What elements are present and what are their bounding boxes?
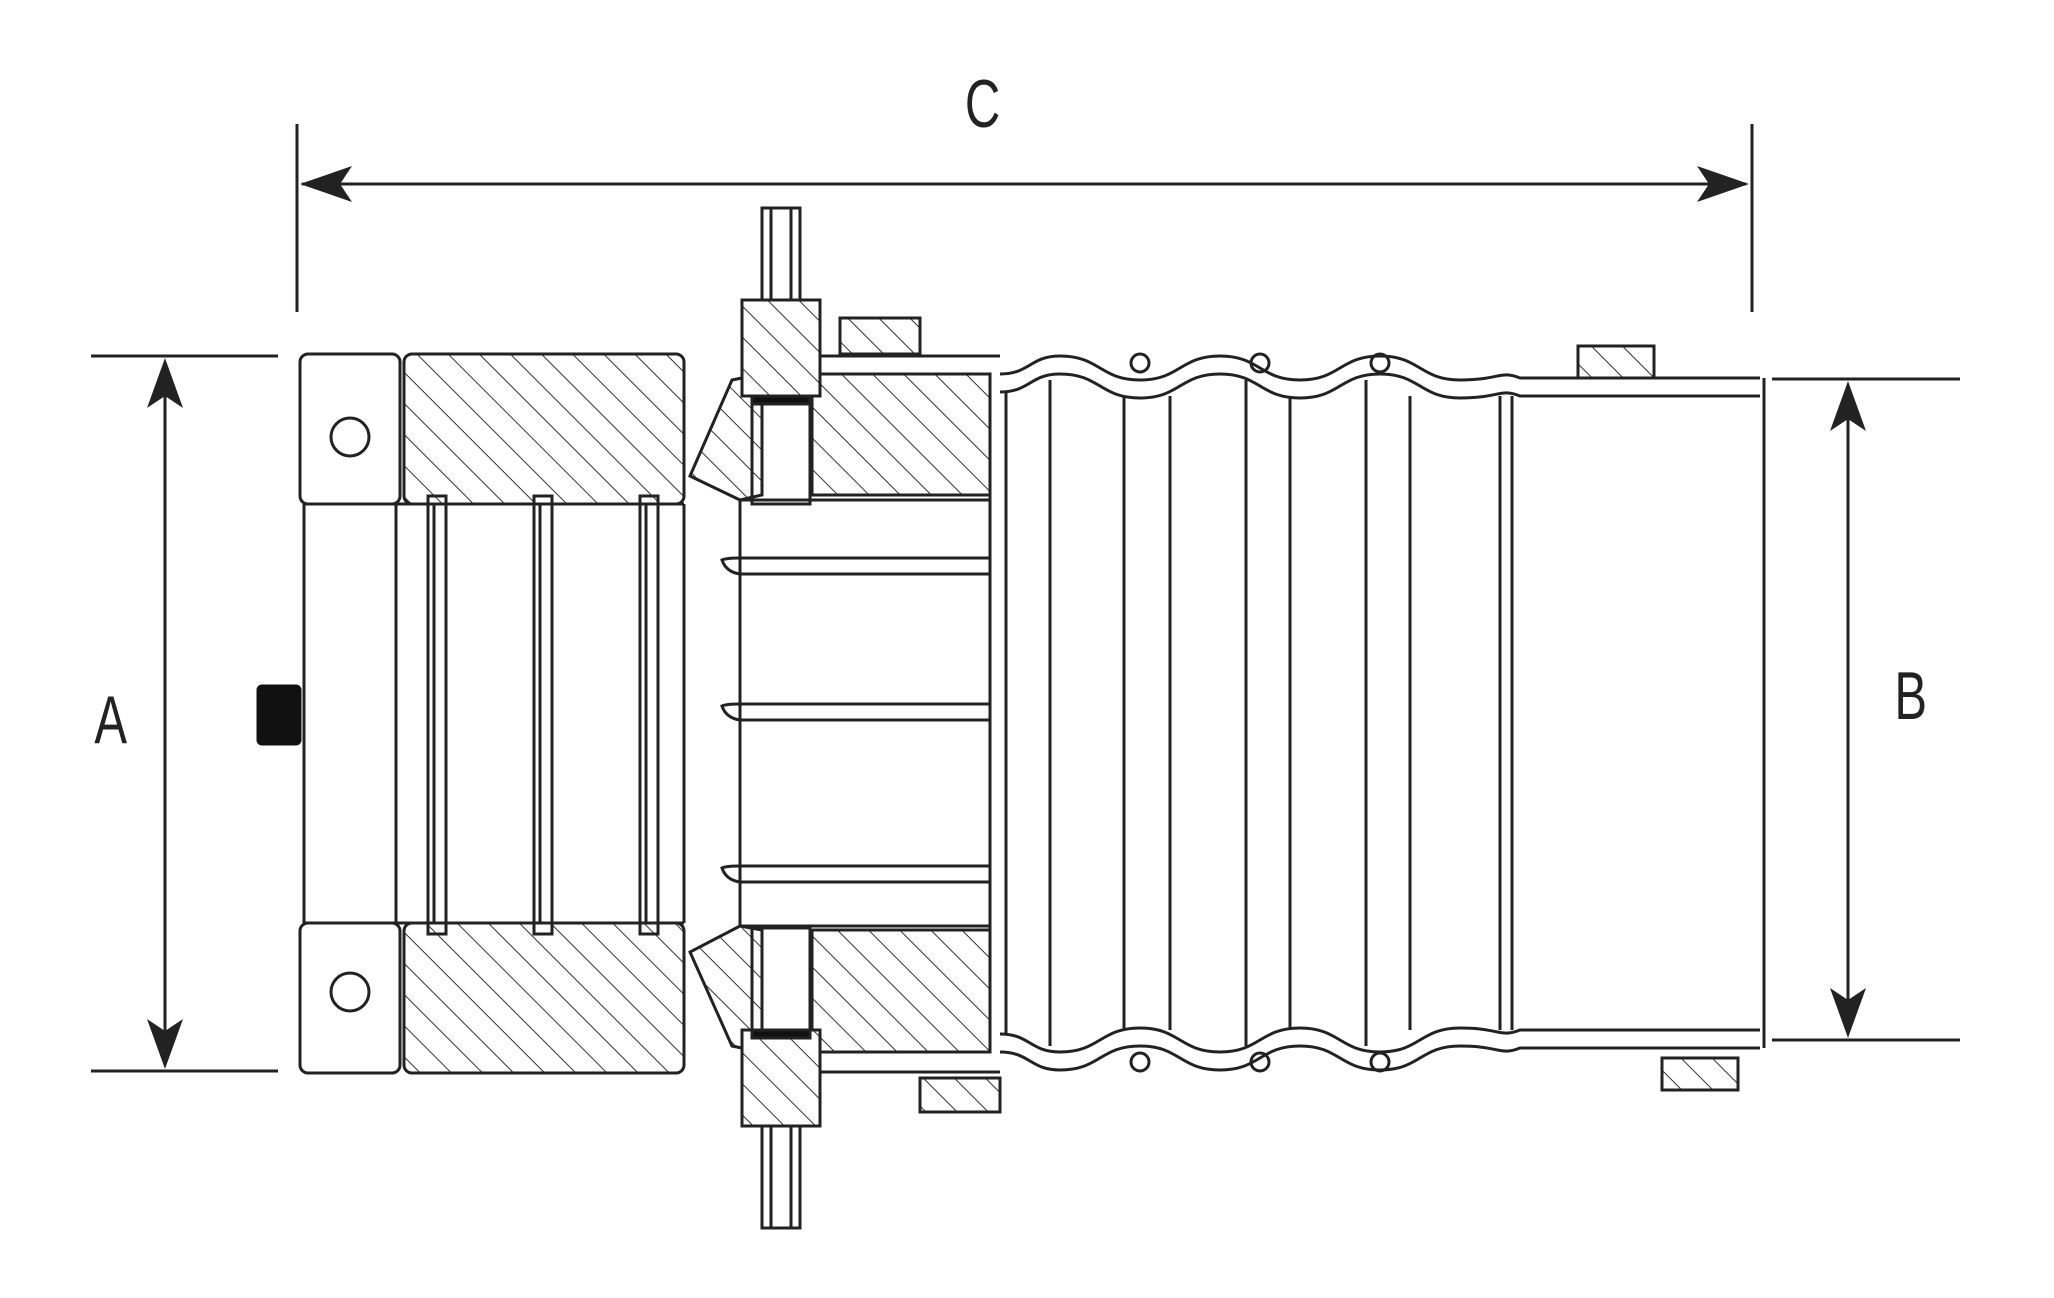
upper-clip: [838, 316, 922, 356]
lower-body-section: [402, 921, 686, 1075]
wire-bead-1: [1129, 352, 1151, 374]
upper-wedge: [688, 372, 764, 502]
dimension-c: [295, 124, 1754, 312]
dimension-a: [91, 354, 278, 1073]
wire-bead-6: [1369, 1051, 1391, 1073]
side-knob: [256, 684, 302, 746]
coupler-body: [256, 352, 686, 1075]
lower-end-block: [298, 921, 402, 1075]
upper-stem-nut: [740, 298, 822, 398]
upper-bolt-hole: [329, 416, 371, 458]
dimension-a-arrow-top: [147, 358, 183, 408]
upper-hatched-block: [810, 372, 992, 497]
upper-stem-plug: [750, 402, 812, 506]
wire-bead-2: [1249, 352, 1271, 374]
dimension-c-label: C: [964, 66, 1001, 142]
lower-stem-nut: [740, 1028, 822, 1128]
right-bottom-clip: [1660, 1056, 1740, 1092]
center-coupling: [688, 206, 1002, 1230]
hose-bottom-wall-outer: [999, 1044, 1760, 1072]
dimension-c-arrow-left: [300, 166, 352, 202]
groove-1: [426, 494, 448, 936]
upper-body-section: [402, 352, 686, 506]
dimension-b-label: B: [1894, 658, 1928, 734]
upper-end-block: [298, 352, 402, 506]
wire-bead-3: [1369, 352, 1391, 374]
dimension-b: [1772, 377, 1960, 1042]
wire-bead-5: [1249, 1051, 1271, 1073]
lower-stem-plug: [750, 926, 812, 1032]
hose-bottom-wall-inner: [999, 1026, 1760, 1054]
rod-1: [720, 556, 992, 576]
dimension-a-label: A: [94, 682, 128, 758]
rod-2: [720, 702, 992, 722]
wire-bead-4: [1129, 1051, 1151, 1073]
dimension-a-arrow-bottom: [147, 1019, 183, 1069]
end-piece-middle: [302, 502, 398, 925]
right-top-clip: [1576, 344, 1656, 380]
lower-bolt-hole: [329, 971, 371, 1013]
lower-hatched-block: [810, 928, 992, 1054]
dimension-b-arrow-top: [1830, 381, 1866, 431]
groove-2: [532, 494, 554, 936]
lower-wedge: [688, 924, 764, 1054]
lower-clip: [918, 1076, 1002, 1114]
rod-3: [720, 864, 992, 884]
hose-top-wall-outer: [999, 354, 1760, 382]
hose-top-wall-inner: [999, 372, 1760, 400]
dimension-c-arrow-right: [1697, 166, 1749, 202]
groove-3: [638, 494, 660, 936]
corrugated-hose: [999, 344, 1766, 1092]
dimension-b-arrow-bottom: [1830, 988, 1866, 1038]
